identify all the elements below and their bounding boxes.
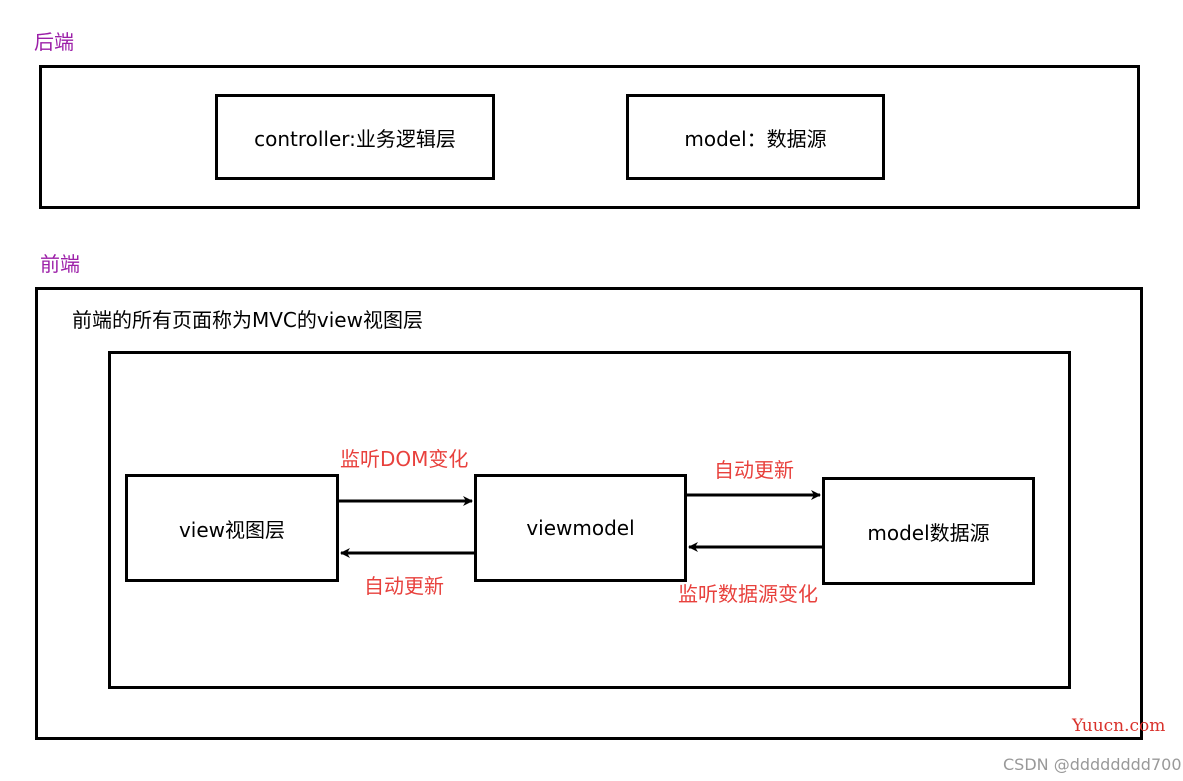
arrow-label-listen-dom: 监听DOM变化	[340, 447, 469, 471]
arrow-label-auto-update-model: 自动更新	[714, 458, 794, 482]
backend-model-node: model：数据源	[626, 94, 885, 180]
view-node: view视图层	[125, 474, 339, 582]
backend-label: 后端	[34, 30, 74, 54]
controller-node-label: controller:业务逻辑层	[254, 126, 456, 151]
controller-node: controller:业务逻辑层	[215, 94, 495, 180]
backend-container	[39, 65, 1140, 209]
view-node-label: view视图层	[178, 517, 286, 542]
viewmodel-node: viewmodel	[474, 474, 687, 582]
arrow-label-listen-datasource: 监听数据源变化	[678, 582, 818, 606]
frontend-caption: 前端的所有页面称为MVC的view视图层	[72, 308, 423, 332]
frontend-label: 前端	[40, 252, 80, 276]
arrow-label-auto-update-view: 自动更新	[364, 574, 444, 598]
frontend-model-node: model数据源	[822, 477, 1035, 585]
viewmodel-node-label: viewmodel	[526, 516, 635, 540]
frontend-model-node-label: model数据源	[867, 520, 990, 545]
author-watermark: CSDN @dddddddd700	[1003, 755, 1182, 774]
site-watermark: Yuucn.com	[1072, 716, 1166, 736]
backend-model-node-label: model：数据源	[684, 126, 827, 151]
